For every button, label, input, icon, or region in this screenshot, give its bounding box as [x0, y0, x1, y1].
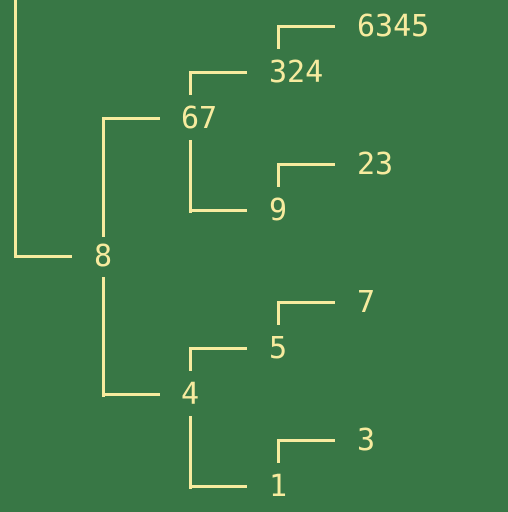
- edge-4-5: [189, 347, 192, 371]
- edge-parent-8: [14, 0, 17, 258]
- edge-4-1-h: [189, 485, 247, 488]
- node-1: 1: [269, 469, 288, 504]
- edge-8-67: [102, 117, 105, 237]
- edge-9-23-h: [277, 163, 335, 166]
- node-7: 7: [357, 285, 376, 320]
- edge-8-4: [102, 277, 105, 397]
- node-5: 5: [269, 331, 288, 366]
- edge-67-9-h: [189, 209, 247, 212]
- node-9: 9: [269, 193, 288, 228]
- edge-5-7-h: [277, 301, 335, 304]
- edge-8-67-h: [102, 117, 160, 120]
- edge-1-3: [277, 439, 280, 463]
- node-6345: 6345: [357, 9, 430, 44]
- edge-5-7: [277, 301, 280, 325]
- edge-8-4-h: [102, 393, 160, 396]
- node-67: 67: [181, 101, 218, 136]
- edge-parent-8-h: [14, 255, 72, 258]
- node-8: 8: [94, 239, 113, 274]
- edge-1-3-h: [277, 439, 335, 442]
- edge-9-23: [277, 163, 280, 187]
- edge-4-1: [189, 416, 192, 489]
- edge-67-324: [189, 71, 192, 95]
- node-23: 23: [357, 147, 394, 182]
- node-3: 3: [357, 423, 376, 458]
- edge-324-6345: [277, 25, 280, 49]
- edge-4-5-h: [189, 347, 247, 350]
- edge-67-324-h: [189, 71, 247, 74]
- node-4: 4: [181, 377, 200, 412]
- edge-324-6345-h: [277, 25, 335, 28]
- node-324: 324: [269, 55, 324, 90]
- edge-67-9: [189, 140, 192, 213]
